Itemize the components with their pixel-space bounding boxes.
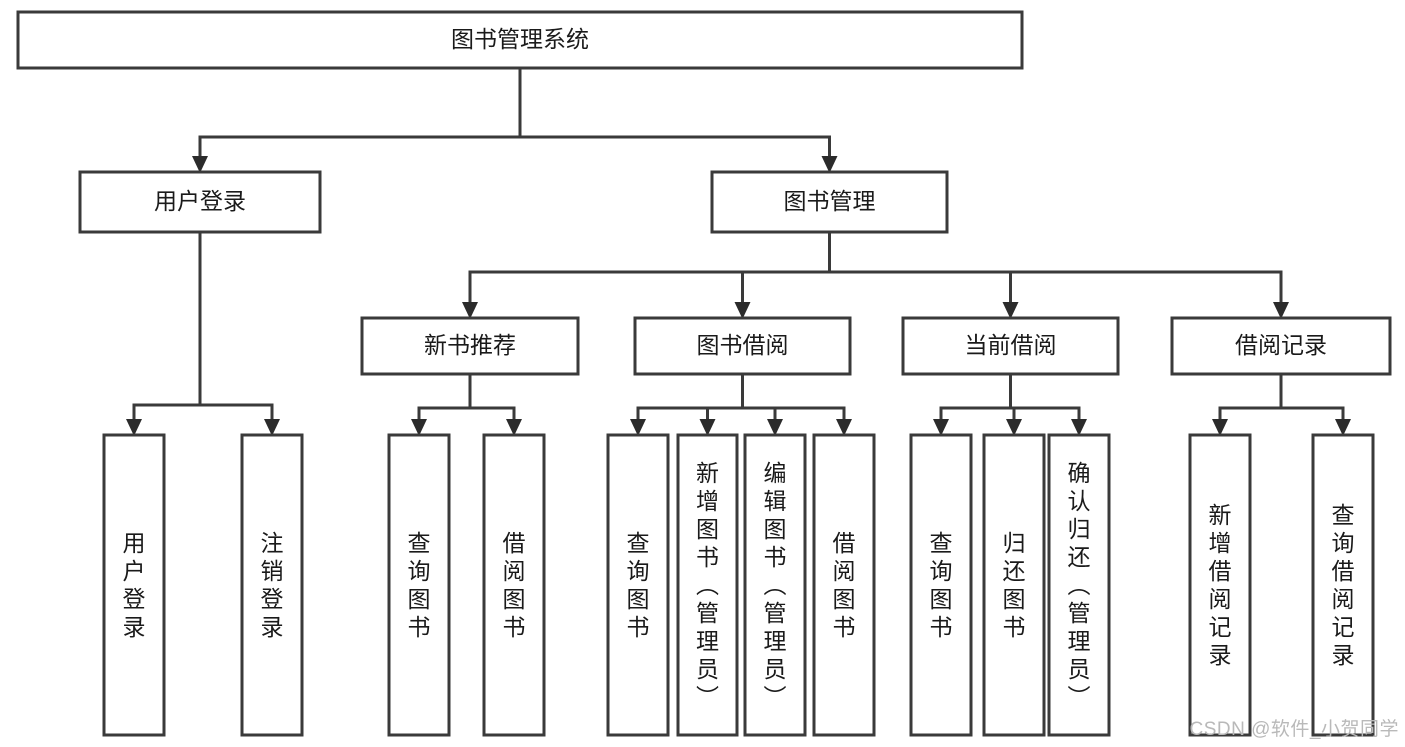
- node-leaf-add-record-box: [1188, 433, 1252, 737]
- borrow-record-arrow-0: [1212, 419, 1228, 436]
- node-leaf-user-login[interactable]: 用户登录: [102, 433, 166, 737]
- node-leaf-query-book-2-label: 查询图书: [627, 530, 650, 640]
- node-leaf-query-record-box: [1311, 433, 1375, 737]
- node-leaf-return-book-label: 归还图书: [1003, 530, 1026, 640]
- node-new-book-rec[interactable]: 新书推荐: [360, 316, 580, 376]
- book-borrow-arrow-0: [630, 419, 646, 436]
- current-borrow-arrow-0: [933, 419, 949, 436]
- node-current-borrow-label: 当前借阅: [965, 332, 1057, 358]
- node-borrow-record[interactable]: 借阅记录: [1170, 316, 1392, 376]
- node-leaf-query-book-2-box: [606, 433, 670, 737]
- book-manage-arrow-1: [734, 302, 751, 319]
- node-user-login-box: [78, 170, 322, 234]
- new-book-rec-arrow-0: [411, 419, 427, 436]
- node-leaf-edit-book[interactable]: 编辑图书︵管理员︶: [743, 433, 807, 737]
- node-leaf-user-logout[interactable]: 注销登录: [240, 433, 304, 737]
- node-leaf-query-book-1-box: [387, 433, 451, 737]
- node-current-borrow-box: [901, 316, 1120, 376]
- node-leaf-borrow-book-1-label: 借阅图书: [503, 530, 526, 640]
- root-arrow-1: [821, 156, 838, 173]
- node-root[interactable]: 图书管理系统: [16, 10, 1024, 70]
- node-leaf-add-record-label: 新增借阅记录: [1209, 502, 1232, 668]
- node-layer: 图书管理系统用户登录图书管理新书推荐图书借阅当前借阅借阅记录用户登录注销登录查询…: [16, 10, 1392, 737]
- node-root-label: 图书管理系统: [451, 26, 589, 52]
- node-leaf-confirm-return-box: [1047, 433, 1111, 737]
- node-leaf-borrow-book-1-box: [482, 433, 546, 737]
- book-borrow-arrow-3: [836, 419, 852, 436]
- node-leaf-user-login-label: 用户登录: [123, 530, 146, 640]
- node-leaf-query-book-2[interactable]: 查询图书: [606, 433, 670, 737]
- book-borrow-arrow-1: [699, 419, 716, 436]
- node-leaf-confirm-return-label: 确认归还︵管理员︶: [1068, 460, 1091, 710]
- node-leaf-user-logout-box: [240, 433, 304, 737]
- node-leaf-add-record[interactable]: 新增借阅记录: [1188, 433, 1252, 737]
- node-borrow-record-label: 借阅记录: [1235, 332, 1327, 358]
- user-login-arrow-1: [264, 419, 280, 436]
- node-leaf-borrow-book-2-label: 借阅图书: [833, 530, 856, 640]
- node-leaf-add-book-label: 新增图书︵管理员︶: [696, 460, 719, 710]
- node-leaf-confirm-return[interactable]: 确认归还︵管理员︶: [1047, 433, 1111, 737]
- node-book-manage[interactable]: 图书管理: [710, 170, 949, 234]
- node-root-box: [16, 10, 1024, 70]
- node-user-login[interactable]: 用户登录: [78, 170, 322, 234]
- node-leaf-query-book-1[interactable]: 查询图书: [387, 433, 451, 737]
- book-borrow-arrow-2: [767, 419, 783, 436]
- node-leaf-edit-book-label: 编辑图书︵管理员︶: [764, 460, 787, 710]
- user-login-arrow-0: [126, 419, 142, 436]
- node-leaf-add-book-box: [676, 433, 739, 737]
- node-leaf-query-record-label: 查询借阅记录: [1332, 502, 1355, 668]
- current-borrow-arrow-1: [1006, 419, 1022, 436]
- node-leaf-query-book-3-box: [909, 433, 973, 737]
- book-manage-arrow-2: [1002, 302, 1019, 319]
- node-book-manage-box: [710, 170, 949, 234]
- node-book-manage-label: 图书管理: [784, 188, 876, 214]
- node-leaf-add-book[interactable]: 新增图书︵管理员︶: [676, 433, 739, 737]
- node-book-borrow-box: [633, 316, 852, 376]
- node-user-login-label: 用户登录: [154, 188, 246, 214]
- node-book-borrow[interactable]: 图书借阅: [633, 316, 852, 376]
- node-leaf-borrow-book-2-box: [812, 433, 876, 737]
- root-arrow-0: [192, 156, 208, 173]
- node-new-book-rec-label: 新书推荐: [424, 332, 516, 358]
- new-book-rec-arrow-1: [506, 419, 522, 436]
- node-leaf-query-book-3-label: 查询图书: [930, 530, 953, 640]
- book-manage-arrow-3: [1273, 302, 1289, 319]
- node-leaf-query-record[interactable]: 查询借阅记录: [1311, 433, 1375, 737]
- book-manage-arrow-0: [462, 302, 478, 319]
- node-leaf-user-login-box: [102, 433, 166, 737]
- node-leaf-user-logout-label: 注销登录: [261, 530, 284, 640]
- current-borrow-arrow-2: [1071, 419, 1087, 436]
- connector-layer: [126, 66, 1351, 436]
- node-borrow-record-box: [1170, 316, 1392, 376]
- node-leaf-return-book[interactable]: 归还图书: [982, 433, 1046, 737]
- node-new-book-rec-box: [360, 316, 580, 376]
- node-current-borrow[interactable]: 当前借阅: [901, 316, 1120, 376]
- node-leaf-query-book-1-label: 查询图书: [408, 530, 431, 640]
- node-leaf-query-book-3[interactable]: 查询图书: [909, 433, 973, 737]
- node-leaf-return-book-box: [982, 433, 1046, 737]
- node-leaf-borrow-book-2[interactable]: 借阅图书: [812, 433, 876, 737]
- node-leaf-borrow-book-1[interactable]: 借阅图书: [482, 433, 546, 737]
- node-leaf-edit-book-box: [743, 433, 807, 737]
- borrow-record-arrow-1: [1335, 419, 1351, 436]
- node-book-borrow-label: 图书借阅: [697, 332, 789, 358]
